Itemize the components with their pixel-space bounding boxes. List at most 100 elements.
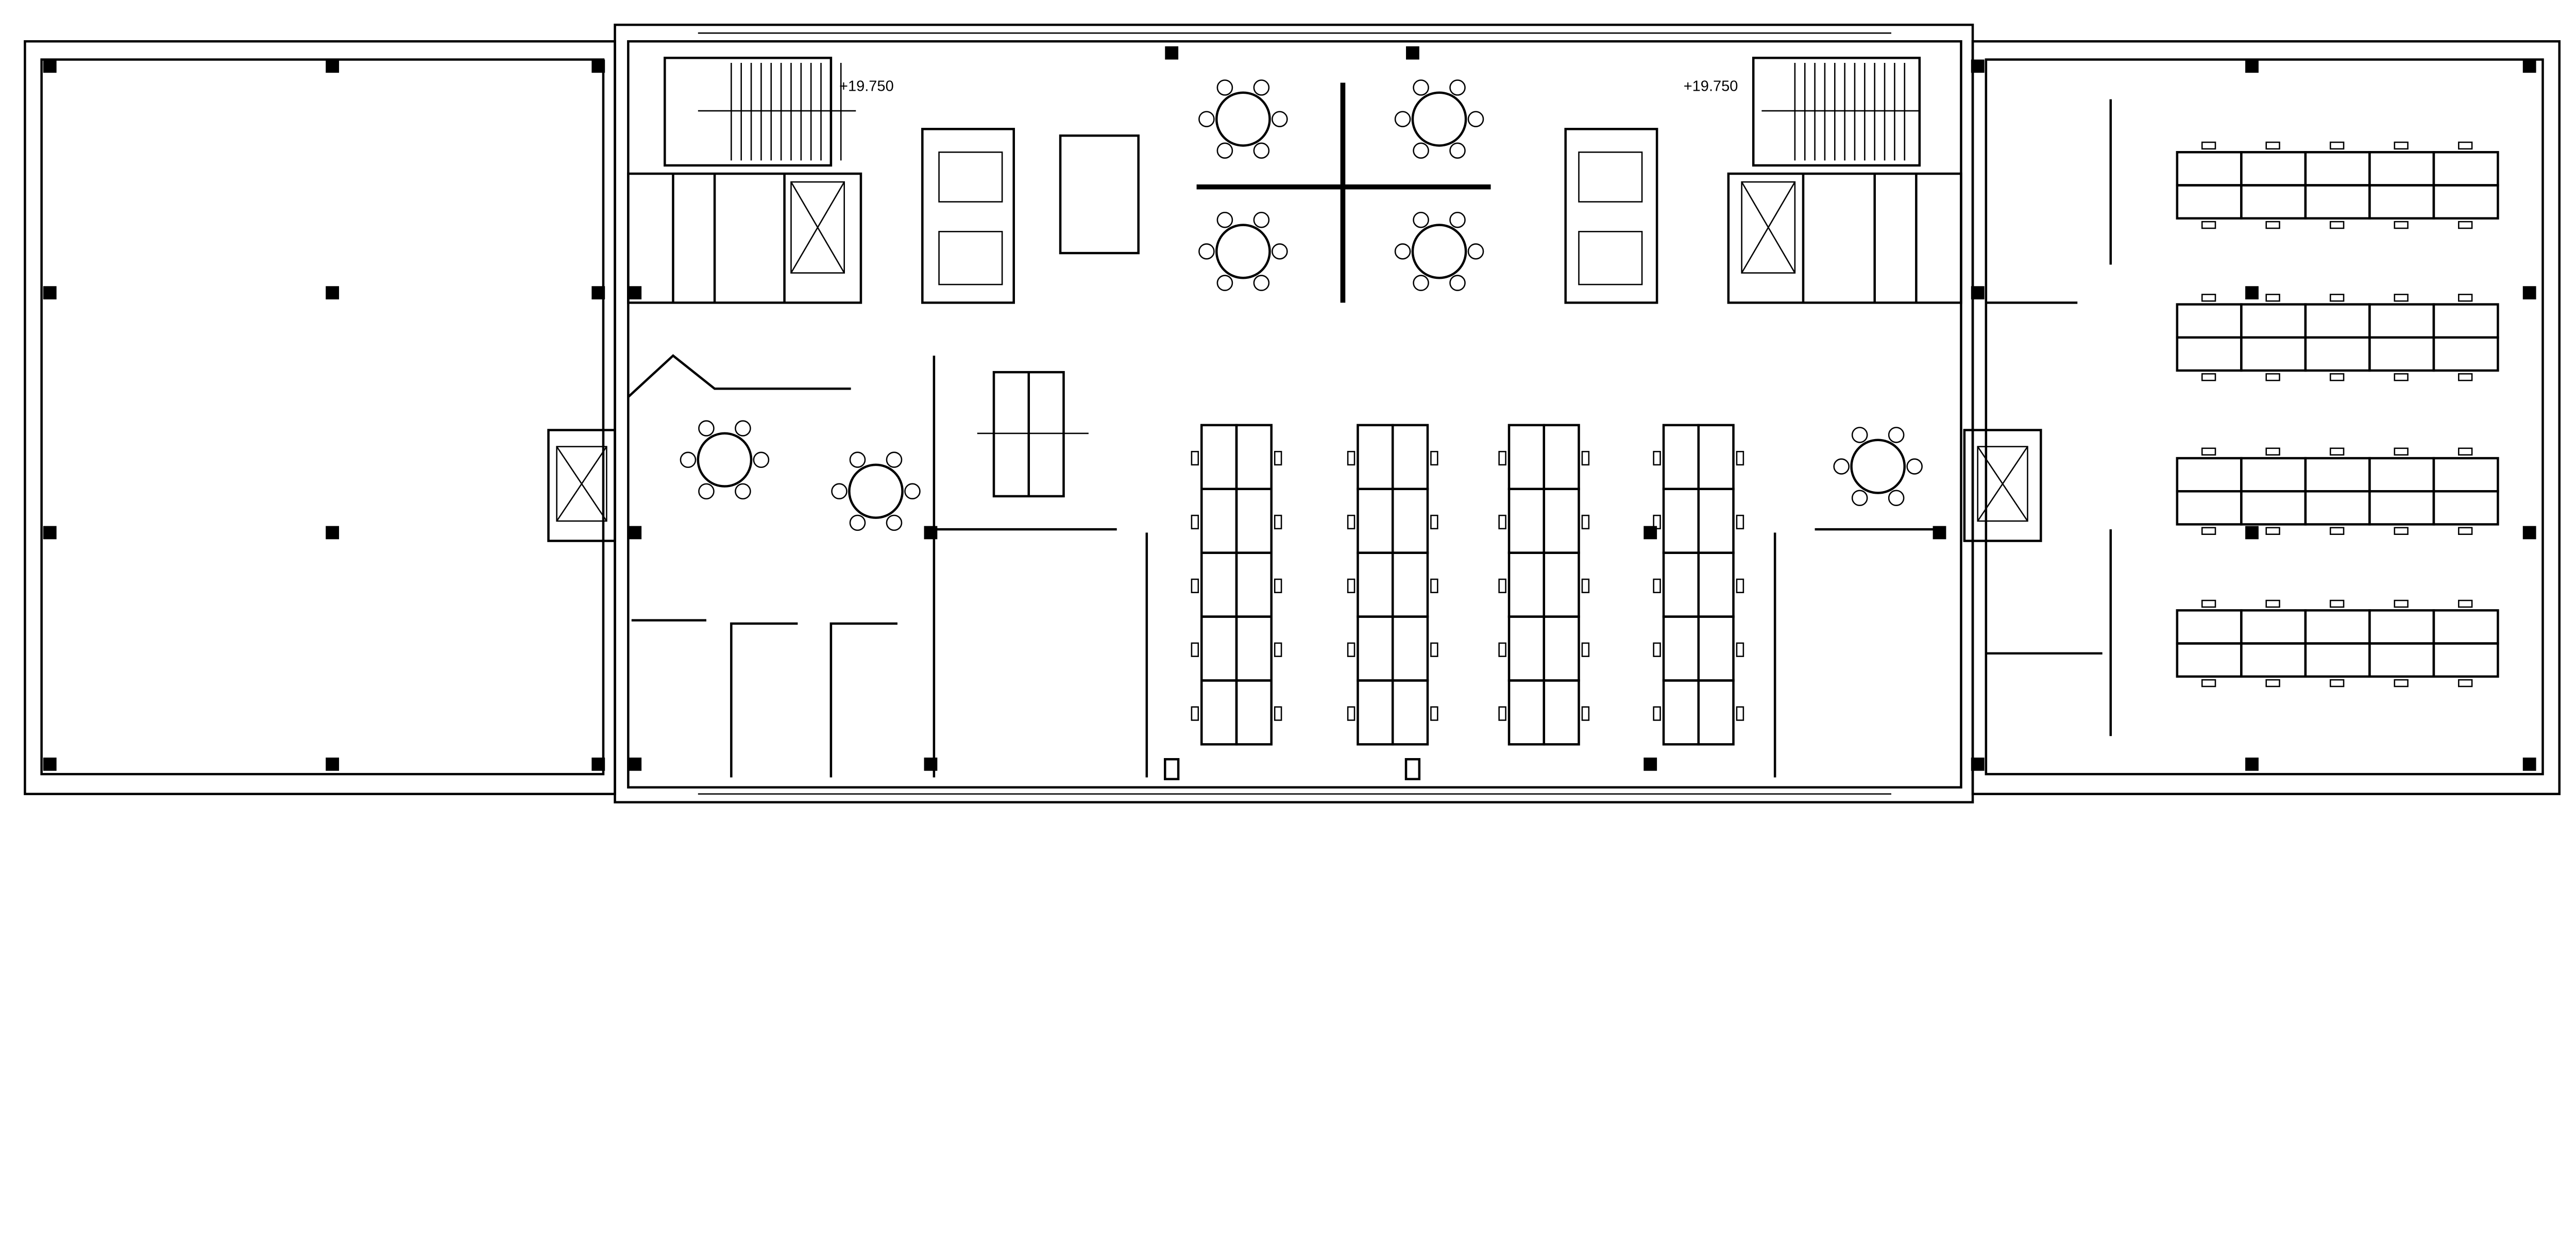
chair <box>1581 578 1590 593</box>
structural-column <box>2245 286 2259 299</box>
structural-column <box>628 526 642 540</box>
desk <box>1357 488 1394 554</box>
table-top <box>1850 439 1906 494</box>
partition-cross <box>1196 82 1491 303</box>
desk <box>1507 424 1546 491</box>
chair <box>2394 447 2409 456</box>
structural-column <box>1933 526 1946 540</box>
elevator-left <box>547 429 616 542</box>
desk <box>1200 551 1238 618</box>
chair <box>1653 578 1661 593</box>
desk <box>1662 488 1700 554</box>
desk <box>1357 551 1394 618</box>
chair <box>1430 514 1438 530</box>
chair <box>2329 527 2345 535</box>
chair <box>2394 141 2409 150</box>
desk <box>2176 642 2243 678</box>
chair <box>2458 294 2473 302</box>
chair <box>2265 679 2280 687</box>
left-lift-shaft <box>921 128 1015 304</box>
round-table <box>831 451 921 531</box>
desk <box>1697 679 1735 746</box>
desk <box>1235 424 1273 491</box>
desk <box>2432 303 2499 339</box>
chair <box>1888 490 1905 507</box>
desk <box>1662 424 1700 491</box>
structural-column <box>1971 758 1985 771</box>
chair <box>2394 679 2409 687</box>
desk <box>1200 615 1238 682</box>
desk <box>2240 151 2307 187</box>
structural-column <box>326 526 340 540</box>
structural-column <box>628 286 642 299</box>
chair <box>2265 599 2280 608</box>
desk <box>1235 615 1273 682</box>
desk <box>1357 679 1394 746</box>
chair <box>831 483 848 499</box>
chair <box>2394 373 2409 381</box>
chair <box>2201 141 2216 150</box>
chair <box>1347 450 1355 466</box>
chair <box>1581 450 1590 466</box>
round-table <box>680 420 770 500</box>
chair <box>1653 514 1661 530</box>
desk <box>1662 615 1700 682</box>
chair <box>1449 275 1466 291</box>
chair <box>1216 275 1233 291</box>
chair <box>2394 599 2409 608</box>
chair <box>1347 706 1355 721</box>
right-toilets <box>1727 172 1962 304</box>
desk <box>1200 424 1238 491</box>
desk <box>2240 303 2307 339</box>
chair <box>2458 599 2473 608</box>
chair <box>1347 578 1355 593</box>
chair <box>698 420 715 437</box>
chair <box>1274 514 1282 530</box>
desk <box>1391 551 1429 618</box>
right-wing-partitions <box>1986 99 2112 736</box>
desk <box>1200 488 1238 554</box>
desk <box>1507 679 1546 746</box>
desk <box>2368 642 2435 678</box>
chair <box>1833 458 1850 475</box>
workstation-cluster <box>1653 424 1744 746</box>
structural-column <box>1643 758 1657 771</box>
structural-column <box>924 526 938 540</box>
workstation-cluster <box>1498 424 1590 746</box>
chair <box>1430 450 1438 466</box>
desk <box>2240 609 2307 645</box>
structural-column <box>326 286 340 299</box>
chair <box>1191 642 1199 657</box>
table-top <box>1411 91 1467 147</box>
desk <box>2304 184 2371 220</box>
desk <box>2432 184 2499 220</box>
chair <box>2394 527 2409 535</box>
round-table <box>1394 79 1484 159</box>
chair <box>886 514 903 531</box>
chair <box>2329 294 2345 302</box>
desk <box>2240 490 2307 526</box>
structural-column <box>326 758 340 771</box>
structural-column <box>1165 46 1179 60</box>
chair <box>1736 514 1744 530</box>
round-table <box>1198 211 1288 291</box>
table-top <box>1411 224 1467 279</box>
structural-column <box>2245 758 2259 771</box>
chair <box>1191 578 1199 593</box>
desk <box>2368 184 2435 220</box>
chair <box>2265 221 2280 229</box>
chair <box>2265 294 2280 302</box>
desk <box>1507 551 1546 618</box>
desk <box>2176 303 2243 339</box>
chair <box>735 420 751 437</box>
desk <box>1391 679 1429 746</box>
chair <box>1653 642 1661 657</box>
chair <box>2265 527 2280 535</box>
structural-column <box>43 59 57 73</box>
workstation-cluster <box>1347 424 1438 746</box>
desk <box>1697 551 1735 618</box>
chair <box>753 451 770 468</box>
chair <box>1394 111 1411 127</box>
round-table <box>1198 79 1288 159</box>
chair <box>886 451 903 468</box>
